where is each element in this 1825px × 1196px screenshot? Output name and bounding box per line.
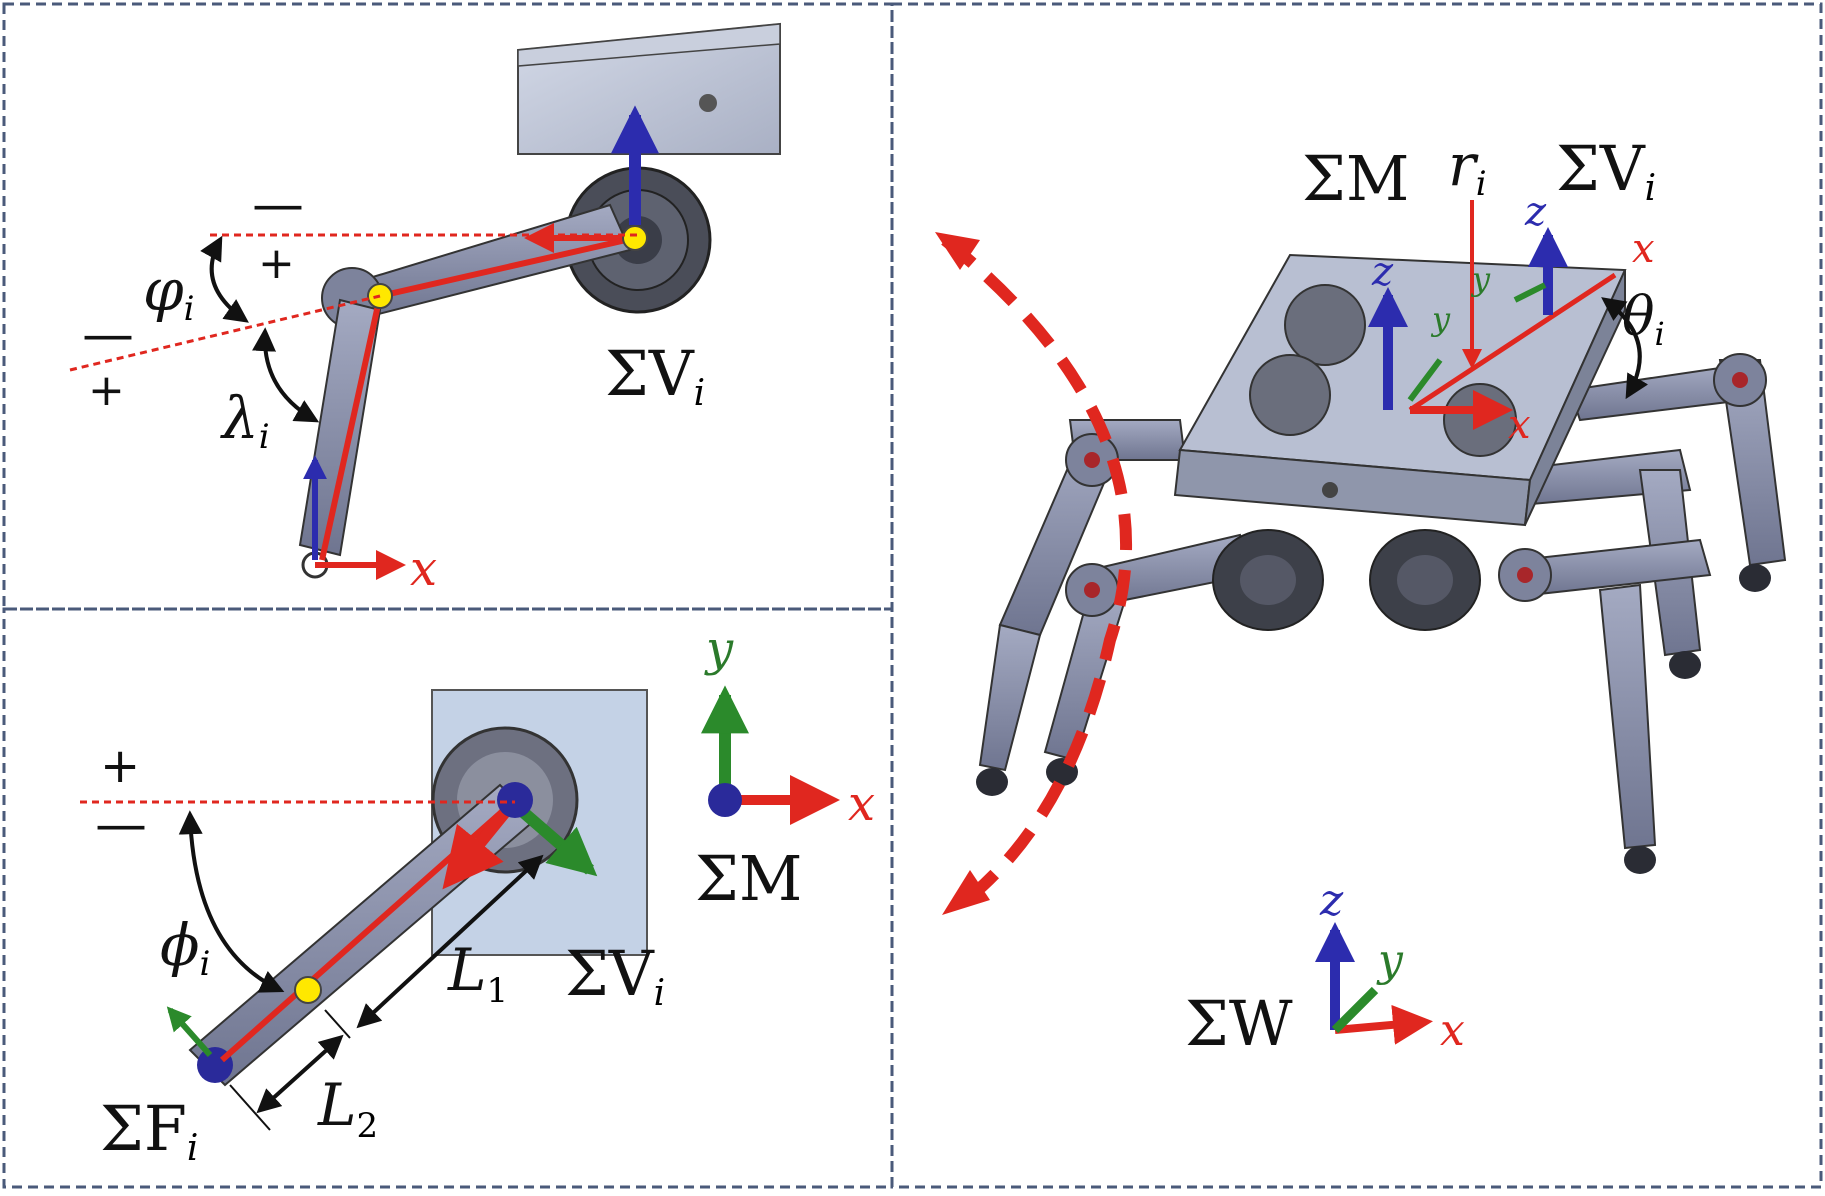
world-z-label: z [1319,875,1344,926]
body-y-label: y [1430,300,1451,338]
sign-plus-top: + [258,238,295,289]
side-phi-arc [178,810,285,993]
robot-body-box [1173,253,1627,527]
body-y-arrow [1407,358,1443,402]
side-hip-joint [497,782,533,818]
body-x-axis-diagonal [1408,272,1617,413]
dim-tick-end [229,1084,271,1131]
frame-w-label: ΣW [1185,987,1293,1060]
rotation-arrowhead-top [935,232,980,270]
r-label: ri [1448,131,1487,204]
body-x-label: x [1508,402,1531,448]
side-hip-y-arrow [511,800,598,877]
sign-minus-left: — [82,305,134,365]
rotation-dashed-arc [941,235,1133,910]
dim-tick-mid [324,1009,351,1039]
frame-v-label-top: ΣVi [605,337,705,414]
top-x-label: x [1632,226,1655,272]
angle-phi-label: φi [143,256,195,329]
frame-v-label-right: ΣVi [1556,132,1656,209]
frame-v-label-side: ΣVi [565,937,665,1014]
world-y-label: y [1376,935,1404,986]
frame-f-label: ΣFi [100,1092,198,1169]
leg-front-left-lower [978,623,1042,772]
panel-bottom-left: + — y x ΣM ΣVi ϕi L1 L2 ΣFi [80,621,875,1169]
theta-label: θi [1622,285,1665,353]
body-z-label: z [1371,249,1394,295]
panel-right: ΣM ri ΣVi z x z y y x θi z y x ΣW [935,131,1787,1060]
sign-minus-top: — [252,175,304,235]
femur-vector [379,235,636,299]
panel-top-left: — + — + φi λi ΣVi x [69,22,781,597]
world-frame-axes [1315,922,1433,1045]
world-x-label: x [1440,1005,1465,1056]
side-phi-label: ϕi [160,911,210,984]
frame-right [890,2,1823,1189]
frame-m-axes [701,685,840,825]
leg-base-z-label: z [1524,189,1547,235]
rotation-arrowhead-bottom [942,870,990,915]
l2-label: L2 [317,1071,378,1146]
side-sign-plus: + [100,738,140,794]
angle-lambda-label: λi [220,384,270,457]
dim-l1 [356,854,544,1029]
leg-y-arrow [1513,282,1547,303]
robot-feet [976,564,1771,874]
theta-angle-arc [1601,297,1649,400]
frame-m-label-right: ΣM [1302,142,1409,215]
foot-axis-x-label: x [410,541,437,597]
robot-wheels [1212,529,1481,631]
frame-m-axis-x: x [848,776,875,832]
leg-y-label: y [1470,260,1491,298]
foot-y-arrow [166,1006,213,1057]
frame-m-label: ΣM [695,842,802,915]
robot-body-plate [517,22,781,155]
side-sign-minus: — [95,795,147,855]
lambda-angle-arc [252,327,320,423]
l1-label: L1 [447,936,508,1011]
dim-l2 [256,1034,344,1114]
phi-angle-arc [200,235,249,323]
tibia-vector [319,295,383,561]
leg-front-right-lower [1598,583,1657,850]
ref-line-femur-extension [69,294,381,372]
sign-plus-left: + [88,365,125,416]
side-knee-joint [294,976,322,1004]
frame-m-axis-y: y [704,621,734,677]
hip-joint [622,225,648,251]
